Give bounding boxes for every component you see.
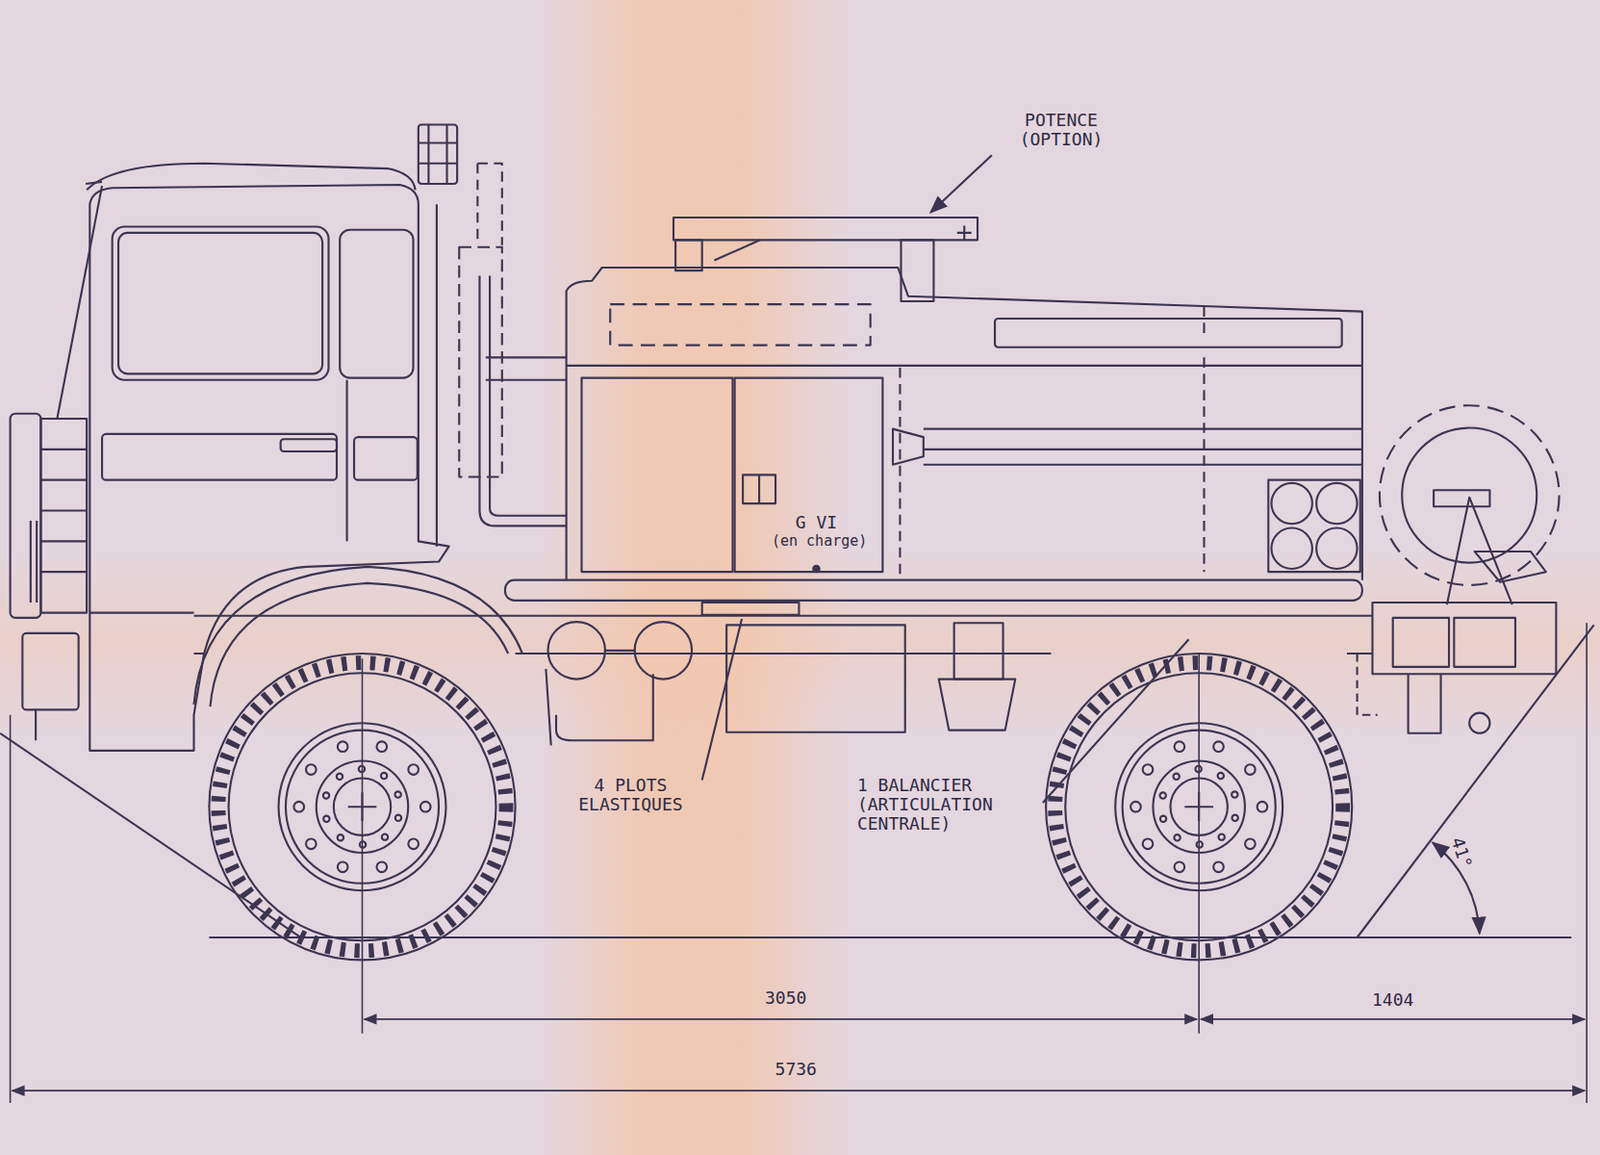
callout-label: 1 BALANCIER (ARTICULATION CENTRALE): [857, 775, 1007, 834]
wheel-nut: [1219, 833, 1225, 839]
wheels: [208, 653, 1352, 960]
wheel-nut: [359, 840, 366, 847]
callout-label: G VI: [795, 512, 838, 533]
wheel-symbol: [1045, 653, 1352, 960]
wheel-nut: [1160, 815, 1167, 822]
angle-label: 41°: [1447, 835, 1475, 871]
centre-of-gravity-dot: [812, 564, 820, 573]
wheel-bolt: [1244, 763, 1256, 775]
wheel-bolt: [305, 838, 317, 850]
dimension-label: 1404: [1371, 990, 1414, 1010]
wheel-nut: [323, 815, 330, 822]
tyre-ring: [1169, 777, 1227, 835]
tyre-ring: [208, 653, 515, 960]
tyre-ring: [1065, 672, 1333, 940]
tyre-ring: [279, 722, 447, 890]
wheel-bolt: [377, 740, 388, 752]
wheel-bolt: [1257, 801, 1269, 813]
wheel-bolt: [1244, 838, 1256, 850]
wheel-nut: [1194, 765, 1201, 772]
wheel-nut: [394, 790, 401, 797]
wheel-bolt: [1174, 740, 1186, 752]
wheel-bolt: [1174, 861, 1186, 872]
callout-label: POTENCE (OPTION): [1008, 110, 1115, 150]
axle-centre: [348, 791, 378, 821]
dimension-label: 3050: [764, 988, 807, 1008]
tyre-ring: [218, 662, 507, 951]
wheel-nut: [1218, 772, 1224, 779]
wheel-nut: [1160, 791, 1167, 798]
wheel-nut: [395, 814, 402, 821]
wheel-nut: [358, 765, 365, 772]
wheel-nut: [1196, 840, 1203, 847]
wheel-nut: [336, 773, 343, 780]
wheel-bolt: [1130, 801, 1142, 813]
wheel-bolt: [337, 861, 349, 872]
wheel-bolt: [377, 861, 388, 872]
tyre-ring: [1055, 662, 1344, 951]
wheel-symbol: [208, 653, 515, 960]
wheel-bolt: [420, 801, 432, 813]
paper-stain: [0, 551, 1600, 736]
wheel-bolt: [407, 838, 419, 850]
tyre-ring: [333, 777, 391, 835]
wheel-bolt: [1213, 740, 1224, 752]
tyre-ring: [228, 672, 497, 940]
wheel-bolt: [1142, 763, 1154, 775]
tyre-ring: [316, 760, 408, 852]
wheel-nut: [380, 772, 387, 779]
wheel-bolt: [305, 763, 317, 775]
callout-label: (en charge): [771, 533, 867, 550]
wheel-nut: [1231, 790, 1238, 797]
wheel-nut: [1173, 834, 1180, 840]
truck-lines: [0, 124, 1595, 1102]
tyre-ring: [1152, 760, 1245, 852]
tyre-ring: [1122, 730, 1276, 884]
wheel-bolt: [1213, 861, 1224, 872]
wheel-nut: [1172, 773, 1179, 780]
tyre-ring: [1115, 722, 1283, 890]
wheel-nut: [381, 833, 388, 839]
callout-label: 4 PLOTS ELASTIQUES: [570, 775, 691, 814]
wheel-nut: [323, 791, 330, 798]
tyre-ring: [1045, 653, 1352, 960]
axle-centre: [1184, 791, 1214, 821]
wheel-bolt: [293, 801, 305, 813]
dimension-label: 5736: [775, 1059, 817, 1079]
wheel-bolt: [337, 740, 349, 752]
wheel-nut: [337, 834, 344, 840]
wheel-bolt: [1142, 838, 1154, 850]
tyre-ring: [285, 730, 439, 884]
wheel-nut: [1231, 814, 1238, 821]
wheel-bolt: [407, 763, 419, 775]
